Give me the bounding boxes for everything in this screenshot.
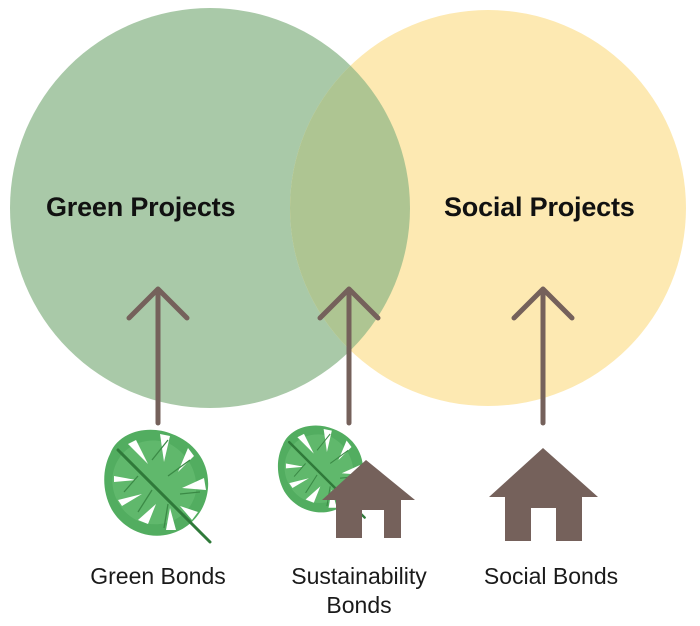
social-projects-label: Social Projects [444, 192, 635, 222]
green-projects-circle [10, 8, 410, 408]
social-bonds-label: Social Bonds [451, 562, 651, 591]
house-icon [489, 448, 598, 541]
social-projects-circle [290, 10, 686, 406]
house-icon [322, 460, 415, 538]
green-bonds-label-line1: Green Bonds [90, 563, 226, 589]
leaf-and-house-icon [276, 424, 415, 538]
sustainability-bonds-label-line2: Bonds [326, 592, 392, 618]
social-bonds-label-line1: Social Bonds [483, 563, 619, 589]
arrow-up-icon [126, 286, 190, 426]
arrow-up-icon [511, 286, 575, 426]
monstera-leaf-icon [102, 428, 212, 544]
green-bonds-label: Green Bonds [58, 562, 258, 591]
sustainability-bonds-label-line1: Sustainability [291, 563, 427, 589]
green-projects-label: Green Projects [46, 192, 236, 222]
arrow-up-icon [317, 286, 381, 426]
sustainability-bonds-label: Sustainability Bonds [259, 562, 459, 620]
